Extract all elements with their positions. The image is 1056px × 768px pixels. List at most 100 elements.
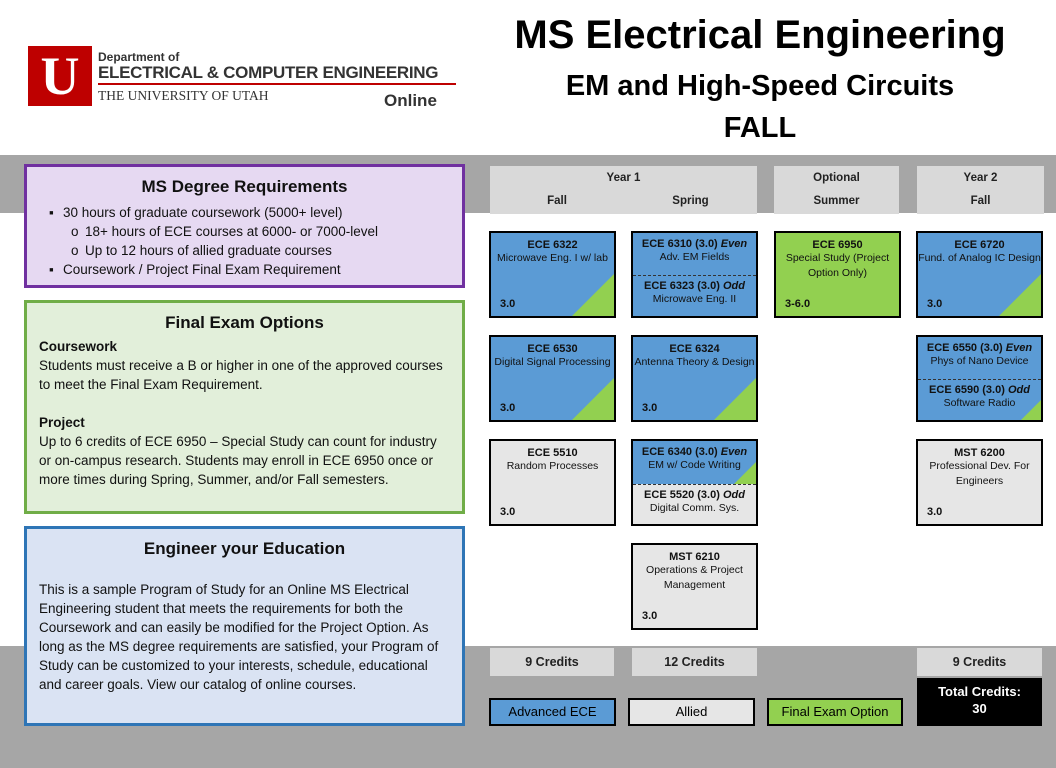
fall2-label: Fall: [970, 195, 991, 207]
course-name: Fund. of Analog IC Design: [918, 252, 1041, 264]
course-ece6340-5520: ECE 6340 (3.0) Even EM w/ Code Writing E…: [631, 439, 758, 526]
requirements-item: 30 hours of graduate coursework (5000+ l…: [49, 203, 450, 222]
fall-label: Fall: [547, 195, 567, 207]
course-ece6322: ECE 6322 Microwave Eng. I w/ lab 3.0: [489, 231, 616, 318]
course-ece5510: ECE 5510 Random Processes 3.0: [489, 439, 616, 526]
spring-label: Spring: [672, 195, 709, 207]
course-ece5520: ECE 5520 (3.0) Odd Digital Comm. Sys.: [633, 485, 756, 524]
course-parity: Odd: [722, 489, 745, 501]
logo-online: Online: [384, 91, 437, 110]
course-ece6720: ECE 6720 Fund. of Analog IC Design 3.0: [916, 231, 1043, 318]
course-ece6530: ECE 6530 Digital Signal Processing 3.0: [489, 335, 616, 422]
course-code-line: ECE 5520 (3.0) Odd: [633, 489, 756, 501]
course-code: MST 6210: [669, 551, 720, 563]
course-ece6310-6323: ECE 6310 (3.0) Even Adv. EM Fields ECE 6…: [631, 231, 758, 318]
course-divider: [918, 379, 1041, 380]
project-text: Up to 6 credits of ECE 6950 – Special St…: [39, 434, 437, 487]
coursework-text: Students must receive a B or higher in o…: [39, 358, 443, 392]
course-ece6340: ECE 6340 (3.0) Even EM w/ Code Writing: [633, 441, 756, 484]
course-credits: 3.0: [500, 402, 516, 414]
final-exam-marker: [1021, 400, 1041, 420]
course-parity: Even: [720, 446, 748, 458]
requirements-panel: MS Degree Requirements 30 hours of gradu…: [24, 164, 465, 288]
university-u-logo: U: [28, 46, 92, 106]
course-name: Microwave Eng. I w/ lab: [497, 252, 608, 264]
course-code-line: ECE 6590 (3.0) Odd: [918, 384, 1041, 396]
course-name: Microwave Eng. II: [652, 293, 737, 305]
final-exam-panel: Final Exam Options Coursework Students m…: [24, 300, 465, 514]
logo-divider: [98, 83, 456, 85]
engineer-text: This is a sample Program of Study for an…: [39, 582, 439, 692]
course-name: Digital Comm. Sys.: [649, 502, 740, 514]
page-season: FALL: [723, 112, 797, 144]
course-parity: Odd: [722, 280, 745, 292]
course-mst6200: MST 6200 Professional Dev. For Engineers…: [916, 439, 1043, 526]
final-exam-heading: Final Exam Options: [165, 313, 324, 332]
course-code: ECE 6310 (3.0): [641, 238, 718, 250]
course-ece6550: ECE 6550 (3.0) Even Phys of Nano Device: [918, 337, 1041, 379]
final-exam-marker: [999, 274, 1041, 316]
course-credits: 3-6.0: [785, 298, 811, 310]
course-code: ECE 6590 (3.0): [929, 384, 1005, 396]
course-credits: 3.0: [927, 506, 943, 518]
requirements-item: Coursework / Project Final Exam Requirem…: [49, 260, 450, 279]
course-credits: 3.0: [642, 402, 658, 414]
final-exam-marker: [572, 274, 614, 316]
page-subtitle: EM and High-Speed Circuits: [565, 70, 955, 102]
course-code: ECE 6340 (3.0): [641, 446, 718, 458]
requirements-list: 30 hours of graduate coursework (5000+ l…: [39, 203, 450, 279]
course-code-line: ECE 6340 (3.0) Even: [633, 446, 756, 458]
course-code: ECE 6323 (3.0): [644, 280, 720, 292]
course-credits: 3.0: [500, 506, 516, 518]
year1-header: Year 1 Fall Spring: [490, 166, 757, 214]
course-name: Special Study (Project Option Only): [785, 252, 890, 279]
logo-dept-of: Department of: [98, 50, 180, 64]
summer-label: Summer: [813, 195, 860, 207]
course-code: ECE 6550 (3.0): [926, 342, 1003, 354]
course-code-line: ECE 6323 (3.0) Odd: [633, 280, 756, 292]
total-credits-value: 30: [972, 701, 987, 716]
course-code: ECE 6322: [527, 239, 578, 251]
total-credits-box: Total Credits: 30: [917, 678, 1042, 726]
legend-final-exam: Final Exam Option: [767, 698, 903, 726]
requirements-heading: MS Degree Requirements: [141, 177, 348, 196]
course-name: Phys of Nano Device: [930, 355, 1029, 367]
course-ece6324: ECE 6324 Antenna Theory & Design 3.0: [631, 335, 758, 422]
legend-advanced-ece: Advanced ECE: [489, 698, 616, 726]
engineer-panel: Engineer your Education This is a sample…: [24, 526, 465, 726]
course-code-line: ECE 6550 (3.0) Even: [918, 342, 1041, 354]
final-exam-marker: [734, 462, 756, 484]
course-ece6323: ECE 6323 (3.0) Odd Microwave Eng. II: [633, 276, 756, 316]
course-code: ECE 5520 (3.0): [644, 489, 720, 501]
requirements-subitem: Up to 12 hours of allied graduate course…: [53, 241, 450, 260]
course-code: ECE 6530: [527, 343, 578, 355]
course-name: Digital Signal Processing: [494, 356, 611, 368]
year2-credits: 9 Credits: [917, 648, 1042, 676]
course-name: Software Radio: [943, 397, 1016, 409]
final-exam-marker: [572, 378, 614, 420]
spring-credits: 12 Credits: [632, 648, 757, 676]
year2-header: Year 2 Fall: [917, 166, 1044, 214]
course-name: Professional Dev. For Engineers: [929, 460, 1030, 487]
logo-university: THE UNIVERSITY OF UTAH: [98, 88, 269, 103]
course-credits: 3.0: [927, 298, 943, 310]
total-credits-label: Total Credits:: [938, 684, 1021, 699]
course-divider: [633, 275, 756, 276]
course-mst6210: MST 6210 Operations & Project Management…: [631, 543, 758, 630]
course-name: Adv. EM Fields: [659, 251, 730, 263]
course-credits: 3.0: [642, 610, 658, 622]
course-parity: Odd: [1007, 384, 1030, 396]
course-parity: Even: [1005, 342, 1033, 354]
course-parity: Even: [720, 238, 748, 250]
course-name: Antenna Theory & Design: [634, 356, 755, 368]
year1-label: Year 1: [606, 172, 641, 184]
logo-dept-name: ELECTRICAL & COMPUTER ENGINEERING: [98, 63, 439, 82]
requirements-subitem: 18+ hours of ECE courses at 6000- or 700…: [53, 222, 450, 241]
course-ece6590: ECE 6590 (3.0) Odd Software Radio: [918, 380, 1041, 420]
year2-label: Year 2: [963, 172, 998, 184]
course-credits: 3.0: [500, 298, 516, 310]
course-code: ECE 6720: [954, 239, 1005, 251]
optional-label: Optional: [813, 172, 860, 184]
course-name: EM w/ Code Writing: [648, 459, 741, 471]
course-code-line: ECE 6310 (3.0) Even: [633, 238, 756, 250]
